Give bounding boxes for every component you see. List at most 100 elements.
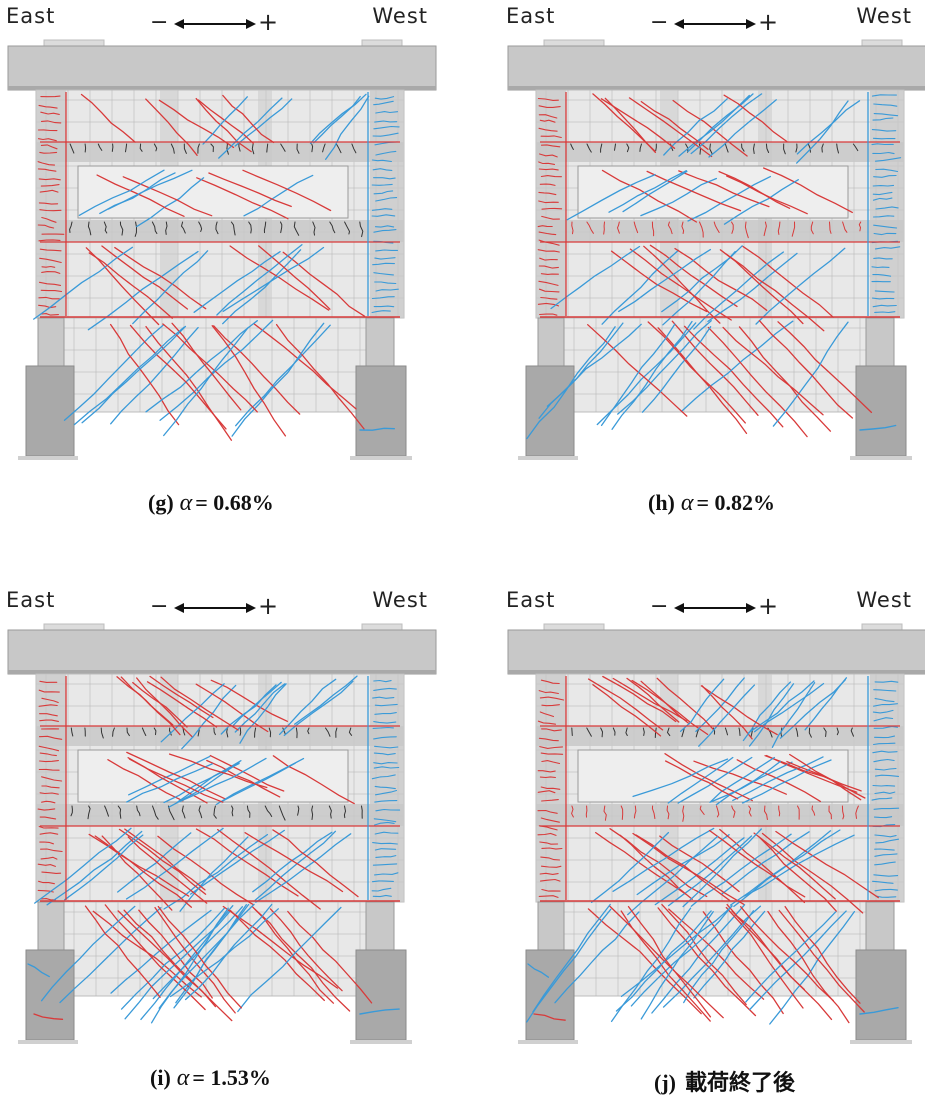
crack [537, 809, 558, 814]
crack [872, 197, 893, 201]
crack [656, 677, 714, 730]
crack [538, 288, 560, 293]
crack [841, 805, 845, 820]
crack [296, 143, 300, 154]
crack [107, 169, 193, 210]
crack [724, 143, 729, 153]
crack [699, 221, 704, 238]
crack [46, 830, 143, 906]
crack [96, 174, 185, 217]
crack [215, 757, 305, 806]
crack [640, 100, 709, 150]
crack [361, 805, 363, 819]
crack [731, 805, 736, 818]
plus-sign: + [258, 592, 279, 620]
crack [874, 888, 898, 892]
crack [872, 880, 894, 884]
crack [715, 760, 781, 806]
crack [586, 143, 592, 153]
crack [70, 727, 74, 737]
crack [100, 727, 104, 739]
crack [873, 257, 893, 260]
double-arrow-icon [174, 19, 256, 29]
crack [372, 842, 398, 845]
crack [243, 174, 314, 217]
crack [189, 829, 285, 895]
crack [842, 221, 848, 233]
crack [196, 177, 289, 220]
crack [41, 871, 62, 874]
crack [202, 96, 248, 145]
west-footing [355, 365, 407, 457]
loading-beam-edge [508, 86, 925, 90]
east-column [36, 674, 66, 902]
crack [789, 753, 862, 801]
crack [872, 750, 898, 754]
crack [84, 905, 161, 998]
crack [538, 895, 559, 898]
crack [540, 856, 561, 861]
crack [873, 807, 900, 810]
crack [335, 143, 342, 154]
crack [374, 703, 398, 707]
crack [586, 221, 594, 234]
crack-panel-i: East West − + [0, 584, 440, 1054]
crack [763, 221, 767, 237]
crack [222, 94, 275, 144]
crack [213, 727, 216, 736]
crack [373, 766, 400, 769]
crack [600, 143, 603, 153]
crack [39, 713, 58, 717]
crack [132, 681, 188, 728]
crack [651, 904, 746, 1014]
crack [540, 135, 562, 139]
crack [372, 262, 395, 266]
crack [808, 727, 812, 738]
crack [374, 821, 395, 826]
crack [226, 143, 229, 155]
crack [630, 905, 733, 1007]
crack [603, 221, 605, 235]
crack [38, 296, 60, 300]
crack [683, 910, 755, 1004]
crack [41, 776, 63, 782]
crack [39, 257, 62, 264]
crack [138, 909, 213, 999]
crack [146, 681, 218, 728]
crack [664, 760, 739, 800]
crack [218, 97, 283, 159]
crack [872, 151, 895, 155]
crack [38, 281, 62, 286]
crack [629, 248, 732, 321]
crack [129, 324, 227, 430]
crack [538, 168, 559, 171]
crack [117, 832, 192, 893]
crack [162, 323, 258, 413]
crack [104, 904, 206, 1011]
crack [633, 805, 637, 819]
crack [198, 805, 203, 819]
crack [359, 1008, 400, 1015]
crack [655, 143, 657, 152]
crack [371, 214, 396, 217]
crack [539, 119, 556, 123]
crack [109, 323, 180, 426]
caption-j: (j)載荷終了後 [654, 1065, 795, 1097]
crack [266, 143, 269, 153]
crack [611, 320, 693, 430]
crack [871, 143, 894, 146]
crack [373, 125, 400, 130]
crack [628, 97, 713, 158]
crack [620, 905, 733, 998]
crack [614, 143, 616, 151]
crack [343, 805, 347, 819]
crack [571, 727, 573, 736]
crack [540, 273, 559, 275]
crack [855, 805, 859, 819]
crack [651, 221, 655, 237]
crack [39, 680, 58, 683]
crack [150, 907, 229, 1024]
crack [783, 143, 786, 155]
crack [183, 143, 187, 154]
crack [608, 170, 687, 213]
